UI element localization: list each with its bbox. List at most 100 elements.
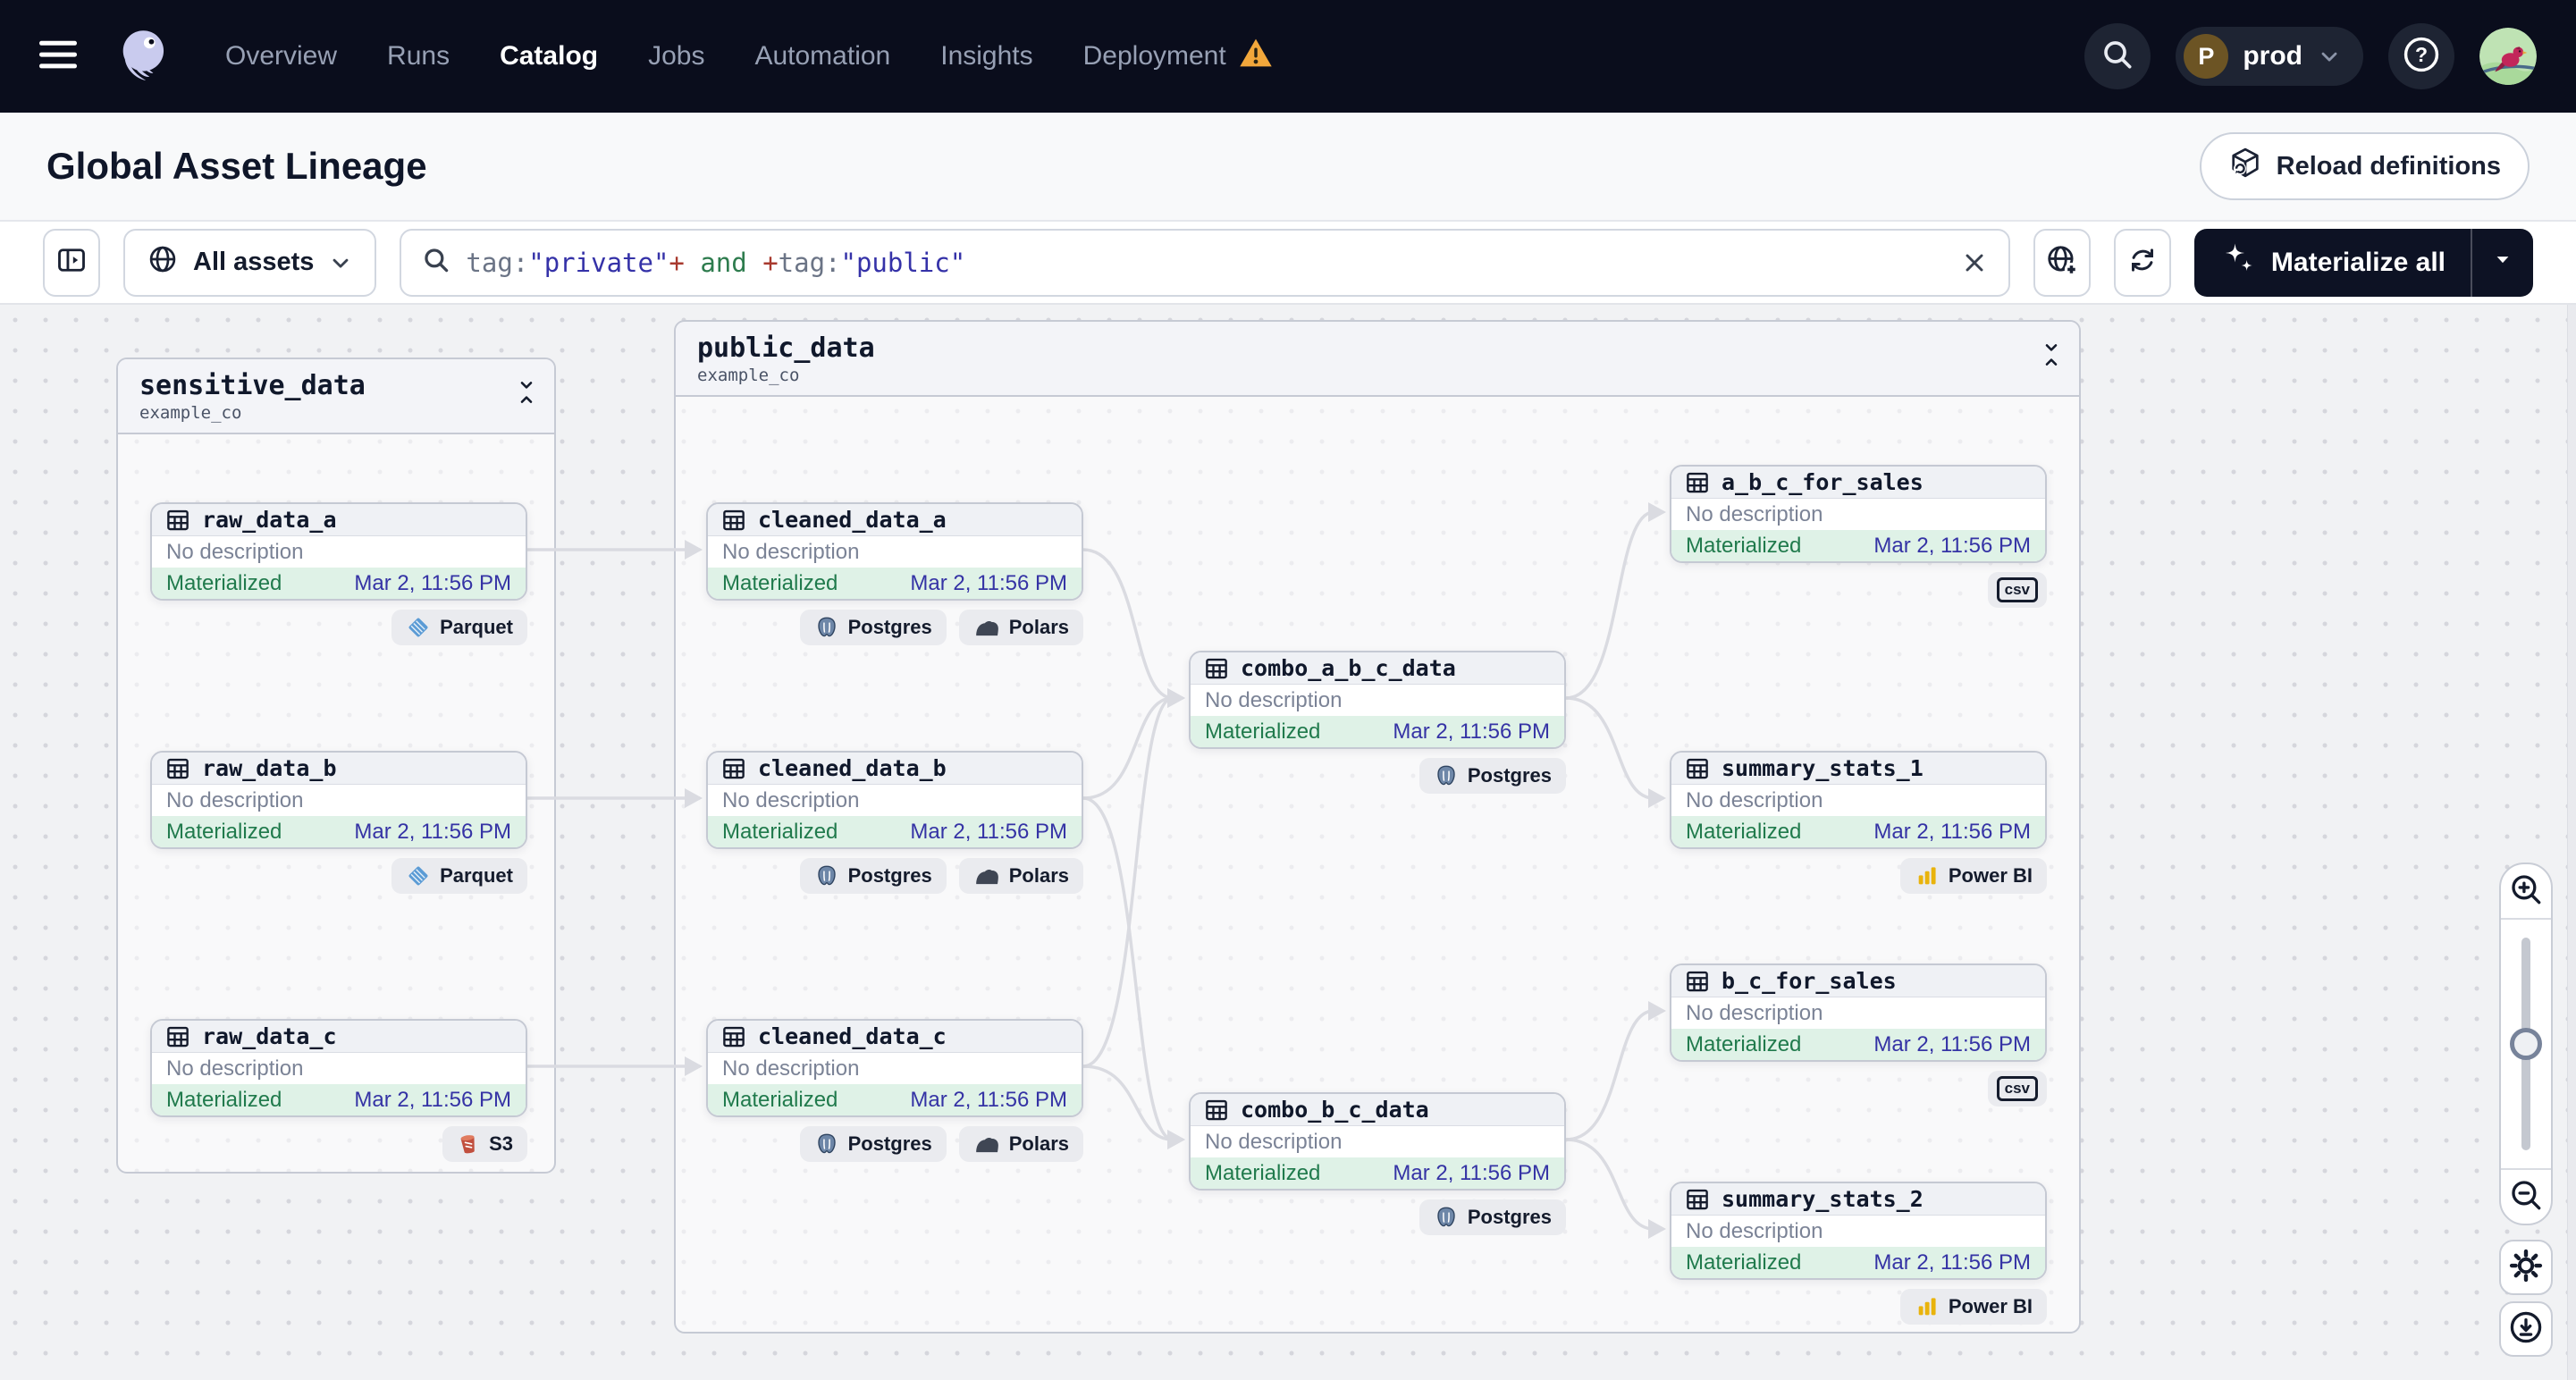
environment-switcher[interactable]: P prod: [2176, 27, 2363, 86]
kind-badge-label: Polars: [1008, 864, 1069, 887]
asset-scope-label: All assets: [193, 248, 315, 276]
asset-node-header: combo_b_c_data: [1191, 1094, 1564, 1126]
asset-node-header: summary_stats_1: [1671, 753, 2045, 785]
polars-icon: [973, 865, 1000, 887]
table-icon: [1684, 968, 1711, 995]
materialize-options-button[interactable]: [2472, 229, 2533, 297]
chevron-down-icon: [2317, 44, 2342, 69]
kind-badge-postgres: Postgres: [1418, 758, 1566, 794]
materialized-timestamp: Mar 2, 11:56 PM: [910, 1087, 1067, 1112]
kind-badge-csv: csv: [1987, 572, 2047, 608]
kind-badge-label: Polars: [1008, 1132, 1069, 1155]
zoom-in-icon: [2507, 871, 2545, 913]
materialized-timestamp: Mar 2, 11:56 PM: [910, 570, 1067, 595]
user-avatar[interactable]: [2479, 28, 2537, 85]
new-scope-button[interactable]: [2033, 228, 2091, 297]
status-badge: Materialized: [1686, 1031, 1802, 1056]
reload-cube-icon: [2228, 146, 2262, 187]
query-segment: and: [684, 247, 763, 278]
globe-plus-icon: [2045, 243, 2079, 282]
help-button[interactable]: ?: [2388, 23, 2454, 89]
svg-text:?: ?: [2415, 43, 2428, 66]
zoom-out-button[interactable]: [2501, 1168, 2551, 1224]
panel-toggle-icon: [55, 244, 88, 281]
asset-node-header: raw_data_a: [152, 504, 526, 536]
asset-filter-query[interactable]: tag:"private"+ and +tag:"public": [466, 248, 965, 278]
nav-item-label: Catalog: [500, 41, 599, 71]
materialize-all-button[interactable]: Materialize all: [2194, 229, 2471, 297]
zoom-out-icon: [2507, 1176, 2545, 1218]
nav-item-label: Deployment: [1082, 41, 1226, 71]
kind-badge-label: Postgres: [847, 1132, 932, 1155]
asset-scope-dropdown[interactable]: All assets: [123, 228, 377, 297]
asset-name: cleaned_data_c: [758, 1023, 947, 1049]
clear-filter-button[interactable]: [1960, 248, 1989, 277]
menu-icon[interactable]: [39, 37, 82, 77]
nav-item-deployment[interactable]: Deployment: [1083, 38, 1273, 75]
search-icon: [2100, 37, 2135, 77]
asset-description: No description: [1671, 785, 2045, 816]
caret-down-icon: [2490, 247, 2515, 278]
global-search-button[interactable]: [2084, 23, 2151, 89]
nav-item-insights[interactable]: Insights: [940, 38, 1032, 75]
nav-item-overview[interactable]: Overview: [225, 38, 337, 75]
environment-label: prod: [2243, 41, 2302, 71]
parquet-icon: [406, 863, 431, 888]
kind-badge-postgres: Postgres: [799, 1126, 947, 1162]
kind-badge-label: Power BI: [1948, 1295, 2033, 1317]
page-header: Global Asset Lineage Reload definitions: [0, 113, 2576, 222]
nav-item-jobs[interactable]: Jobs: [648, 38, 704, 75]
status-badge: Materialized: [166, 1087, 282, 1112]
collapse-group-icon[interactable]: [515, 379, 538, 410]
group-title: public_data: [697, 332, 875, 364]
nav-item-catalog[interactable]: Catalog: [500, 38, 598, 75]
zoom-slider[interactable]: [2501, 920, 2551, 1168]
nav-item-runs[interactable]: Runs: [387, 38, 450, 75]
dagster-logo-icon[interactable]: [113, 25, 172, 88]
nav-item-automation[interactable]: Automation: [754, 38, 890, 75]
zoom-in-button[interactable]: [2501, 864, 2551, 920]
graph-settings-button[interactable]: [2499, 1240, 2553, 1295]
download-icon: [2507, 1308, 2545, 1351]
kind-badge-polars: Polars: [958, 1126, 1083, 1162]
asset-kind-badges: Postgres: [1189, 1199, 1566, 1235]
open-panel-button[interactable]: [43, 228, 100, 297]
kind-badge-label: Postgres: [847, 616, 932, 638]
status-badge: Materialized: [1686, 819, 1802, 844]
kind-badge-parquet: Parquet: [391, 858, 527, 894]
postgres-icon: [1434, 763, 1459, 788]
refresh-button[interactable]: [2113, 228, 2171, 297]
powerbi-icon: [1915, 863, 1940, 888]
kind-badge-label: Postgres: [1467, 764, 1552, 787]
kind-badge-label: Parquet: [440, 864, 513, 887]
divider: [2471, 228, 2472, 297]
globe-icon: [147, 243, 179, 282]
vertical-scrollbar[interactable]: [2567, 305, 2576, 1380]
kind-badge-postgres: Postgres: [799, 858, 947, 894]
collapse-group-icon[interactable]: [2040, 341, 2063, 373]
reload-definitions-button[interactable]: Reload definitions: [2199, 132, 2530, 200]
asset-filter-input[interactable]: tag:"private"+ and +tag:"public": [400, 228, 2010, 297]
download-image-button[interactable]: [2499, 1301, 2553, 1357]
zoom-slider-thumb[interactable]: [2510, 1028, 2542, 1060]
